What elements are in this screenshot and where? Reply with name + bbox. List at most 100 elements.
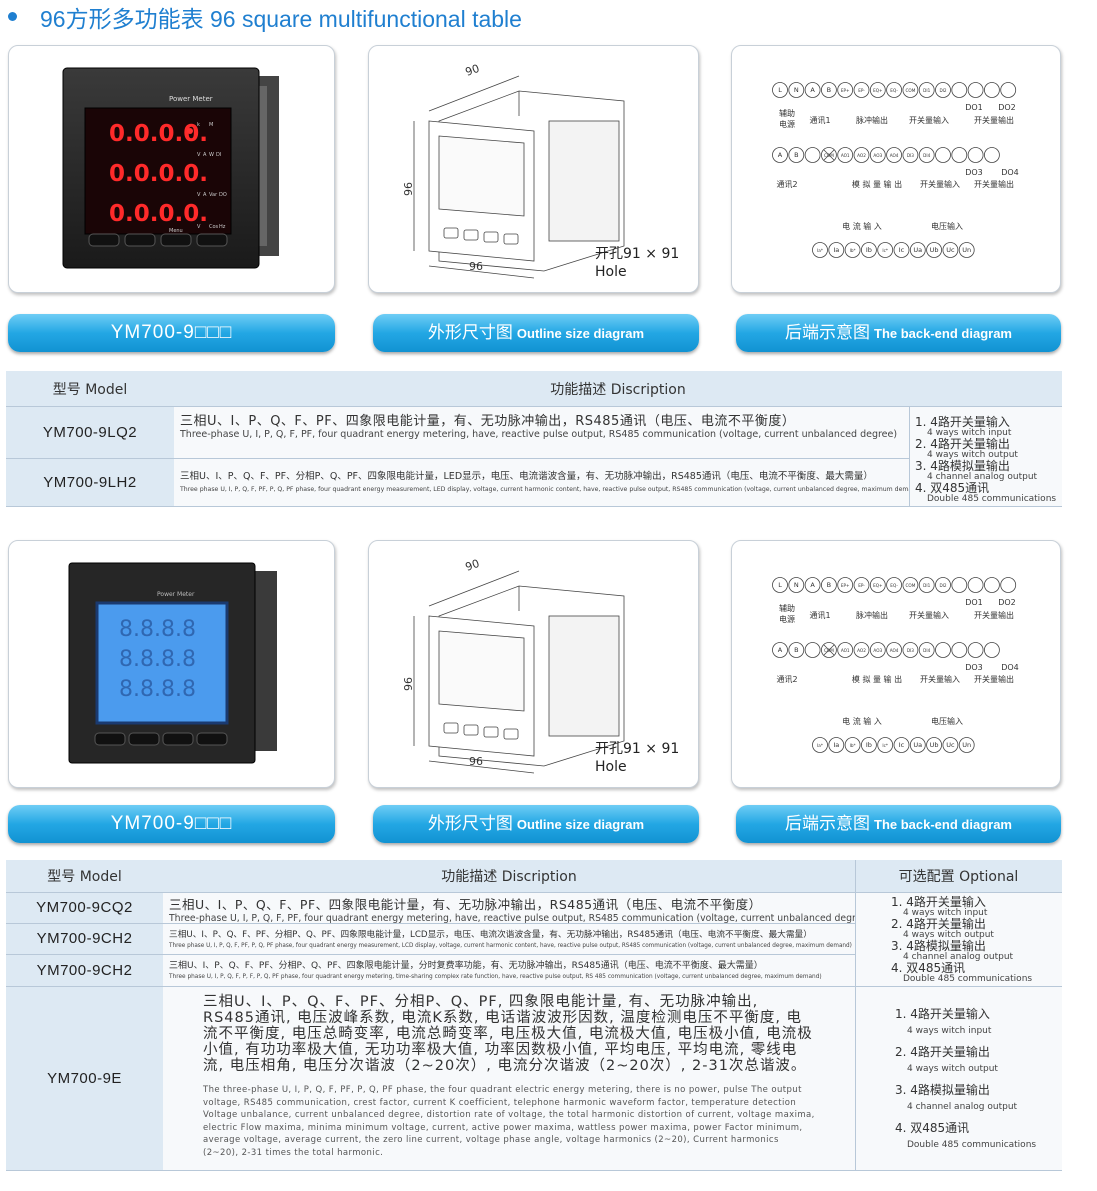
svg-text:W: W <box>209 152 214 158</box>
row2-terminal <box>967 642 984 658</box>
lcd-button-3 <box>162 732 194 746</box>
row1-terminal-label: DI1 <box>923 583 930 588</box>
row3-terminal <box>909 737 926 753</box>
desc-9e-cn: 三相U、I、P、Q、F、PF、分相P、Q、PF, 四象限电能计量, 有、无功脉冲… <box>203 994 813 1074</box>
led-meter-image: Power Meter 0.0.0.0. 0.0.0.0. 0.0.0.0. k… <box>62 67 279 269</box>
row3-terminal <box>958 737 975 753</box>
row1-terminal <box>837 82 854 98</box>
row2-terminal <box>951 642 968 658</box>
svg-text:V: V <box>197 192 201 198</box>
row1-terminal <box>837 577 854 593</box>
pulse-label: 脉冲输出 <box>856 115 888 125</box>
hole-en: Hole <box>595 759 627 775</box>
row2-terminal-label: AO2 <box>857 648 866 653</box>
row3-terminal <box>877 242 894 258</box>
row1-terminal <box>918 577 935 593</box>
desc-cn: 三相U、I、P、Q、F、PF、四象限电能计量，有、无功脉冲输出，RS485通讯（… <box>180 414 796 429</box>
svg-text:V: V <box>197 152 201 158</box>
led-row-3: 0.0.0.0. <box>109 201 208 227</box>
outline-pill-cn: 外形尺寸图 <box>427 814 513 834</box>
row3-terminal <box>860 242 877 258</box>
row1-terminal-label: A <box>810 581 815 589</box>
table2-model-1: YM700-9CQ2 <box>6 892 163 923</box>
led-indicator <box>187 128 193 134</box>
row2-terminal <box>788 147 805 163</box>
meter-menu-label: Menu <box>169 228 183 234</box>
desc-cn: 三相U、I、P、Q、F、PF、四象限电能计量，有、无功脉冲输出，RS485通讯（… <box>169 897 762 912</box>
meter-button-menu <box>160 233 192 247</box>
meter-photo-panel-led: Power Meter 0.0.0.0. 0.0.0.0. 0.0.0.0. k… <box>8 45 335 293</box>
table2-options-9e: 1. 4路开关量输入 4 ways witch input 2. 4路开关量输出… <box>855 986 1062 1170</box>
option-1-en: 4 ways witch input <box>927 428 1012 438</box>
current-label: 电 流 输 入 <box>842 221 882 231</box>
row1-terminal <box>788 82 805 98</box>
row2-terminal <box>853 642 870 658</box>
desc-cn: 三相U、I、P、Q、F、PF、分相P、Q、PF、四象限电能计量，LED显示，电压… <box>180 471 873 482</box>
row1-terminal-label: EQ+ <box>873 88 883 93</box>
outline-pill-cn: 外形尺寸图 <box>427 323 513 343</box>
row2-terminal-label: AO2 <box>857 153 866 158</box>
row1-terminal <box>886 82 903 98</box>
row1-terminal <box>869 82 886 98</box>
row2-terminal <box>886 147 903 163</box>
option-3-cn: 3. 4路模拟量输出 <box>895 1083 990 1097</box>
row2-terminal <box>918 642 935 658</box>
option-4-en: Double 485 communications <box>927 494 1057 504</box>
option-2-en: 4 ways witch output <box>903 930 994 940</box>
option-4-cn: 4. 双485通讯 <box>915 481 990 495</box>
row3-terminal <box>828 242 845 258</box>
table2-header-desc: 功能描述 Discription <box>163 860 855 892</box>
switch-in-label: 开关量输入 <box>909 115 949 125</box>
voltage-label: 电压输入 <box>931 716 963 726</box>
row1-terminal <box>902 82 919 98</box>
row2-terminal-label: B <box>794 646 798 654</box>
option-3-en: 4 channel analog output <box>907 1102 1018 1112</box>
row1-terminal <box>935 82 951 98</box>
row1-terminal <box>821 82 837 98</box>
row3-terminal-label: Un <box>962 741 971 749</box>
backend-pill-en: The back-end diagram <box>874 326 1012 341</box>
option-1-cn: 1. 4路开关量输入 <box>895 1007 990 1021</box>
divider <box>855 860 856 1170</box>
led-row-2: 0.0.0.0. <box>109 161 208 187</box>
option-1-cn: 1. 4路开关量输入 <box>915 415 1010 429</box>
row3-terminal-label: Uc <box>946 246 955 254</box>
meter-photo-panel-lcd: Power Meter 8.8.8.8 8.8.8.8 8.8.8.8 <box>8 540 335 788</box>
meter-button-right <box>124 233 156 247</box>
option-3-en: 4 channel analog output <box>903 952 1014 962</box>
row2-terminal-label: A <box>778 151 783 159</box>
row2-terminal <box>772 642 788 658</box>
row1-terminal <box>804 82 821 98</box>
row1-terminal <box>967 577 984 593</box>
backend-pill-cn: 后端示意图 <box>785 814 870 834</box>
row1-terminal-label: COM <box>905 88 915 93</box>
row1-terminal-label: EP+ <box>841 583 850 588</box>
dim-side: 96 <box>402 677 415 691</box>
desc-en: Three-phase U, I, P, Q, F, PF, four quad… <box>180 429 898 440</box>
row3-terminal-label: Ic <box>899 246 905 254</box>
divider <box>6 892 1062 893</box>
row2-terminal <box>918 147 935 163</box>
lcd-row-2: 8.8.8.8 <box>119 647 196 672</box>
row1-terminal <box>951 577 968 593</box>
option-4-cn: 4. 双485通讯 <box>895 1121 970 1135</box>
row1-terminal-label: L <box>778 86 782 94</box>
comm2-label: 通讯2 <box>776 674 797 684</box>
row2-terminal <box>935 147 951 163</box>
row2-terminal <box>983 147 1000 163</box>
row3-terminal <box>926 242 943 258</box>
option-2-cn: 2. 4路开关量输出 <box>891 917 986 931</box>
row2-terminal-label: DI4 <box>923 153 930 158</box>
svg-text:M: M <box>209 122 213 128</box>
row1-terminal <box>869 577 886 593</box>
row3-terminal <box>812 737 828 753</box>
row2-terminal <box>853 147 870 163</box>
do1-label: DO1 <box>965 103 983 112</box>
table1-header-model: 型号 Model <box>6 371 174 406</box>
row2-terminal-label: A <box>778 646 783 654</box>
option-3-cn: 3. 4路模拟量输出 <box>891 939 986 953</box>
row2-terminal <box>951 147 968 163</box>
svg-text:A: A <box>203 192 207 198</box>
